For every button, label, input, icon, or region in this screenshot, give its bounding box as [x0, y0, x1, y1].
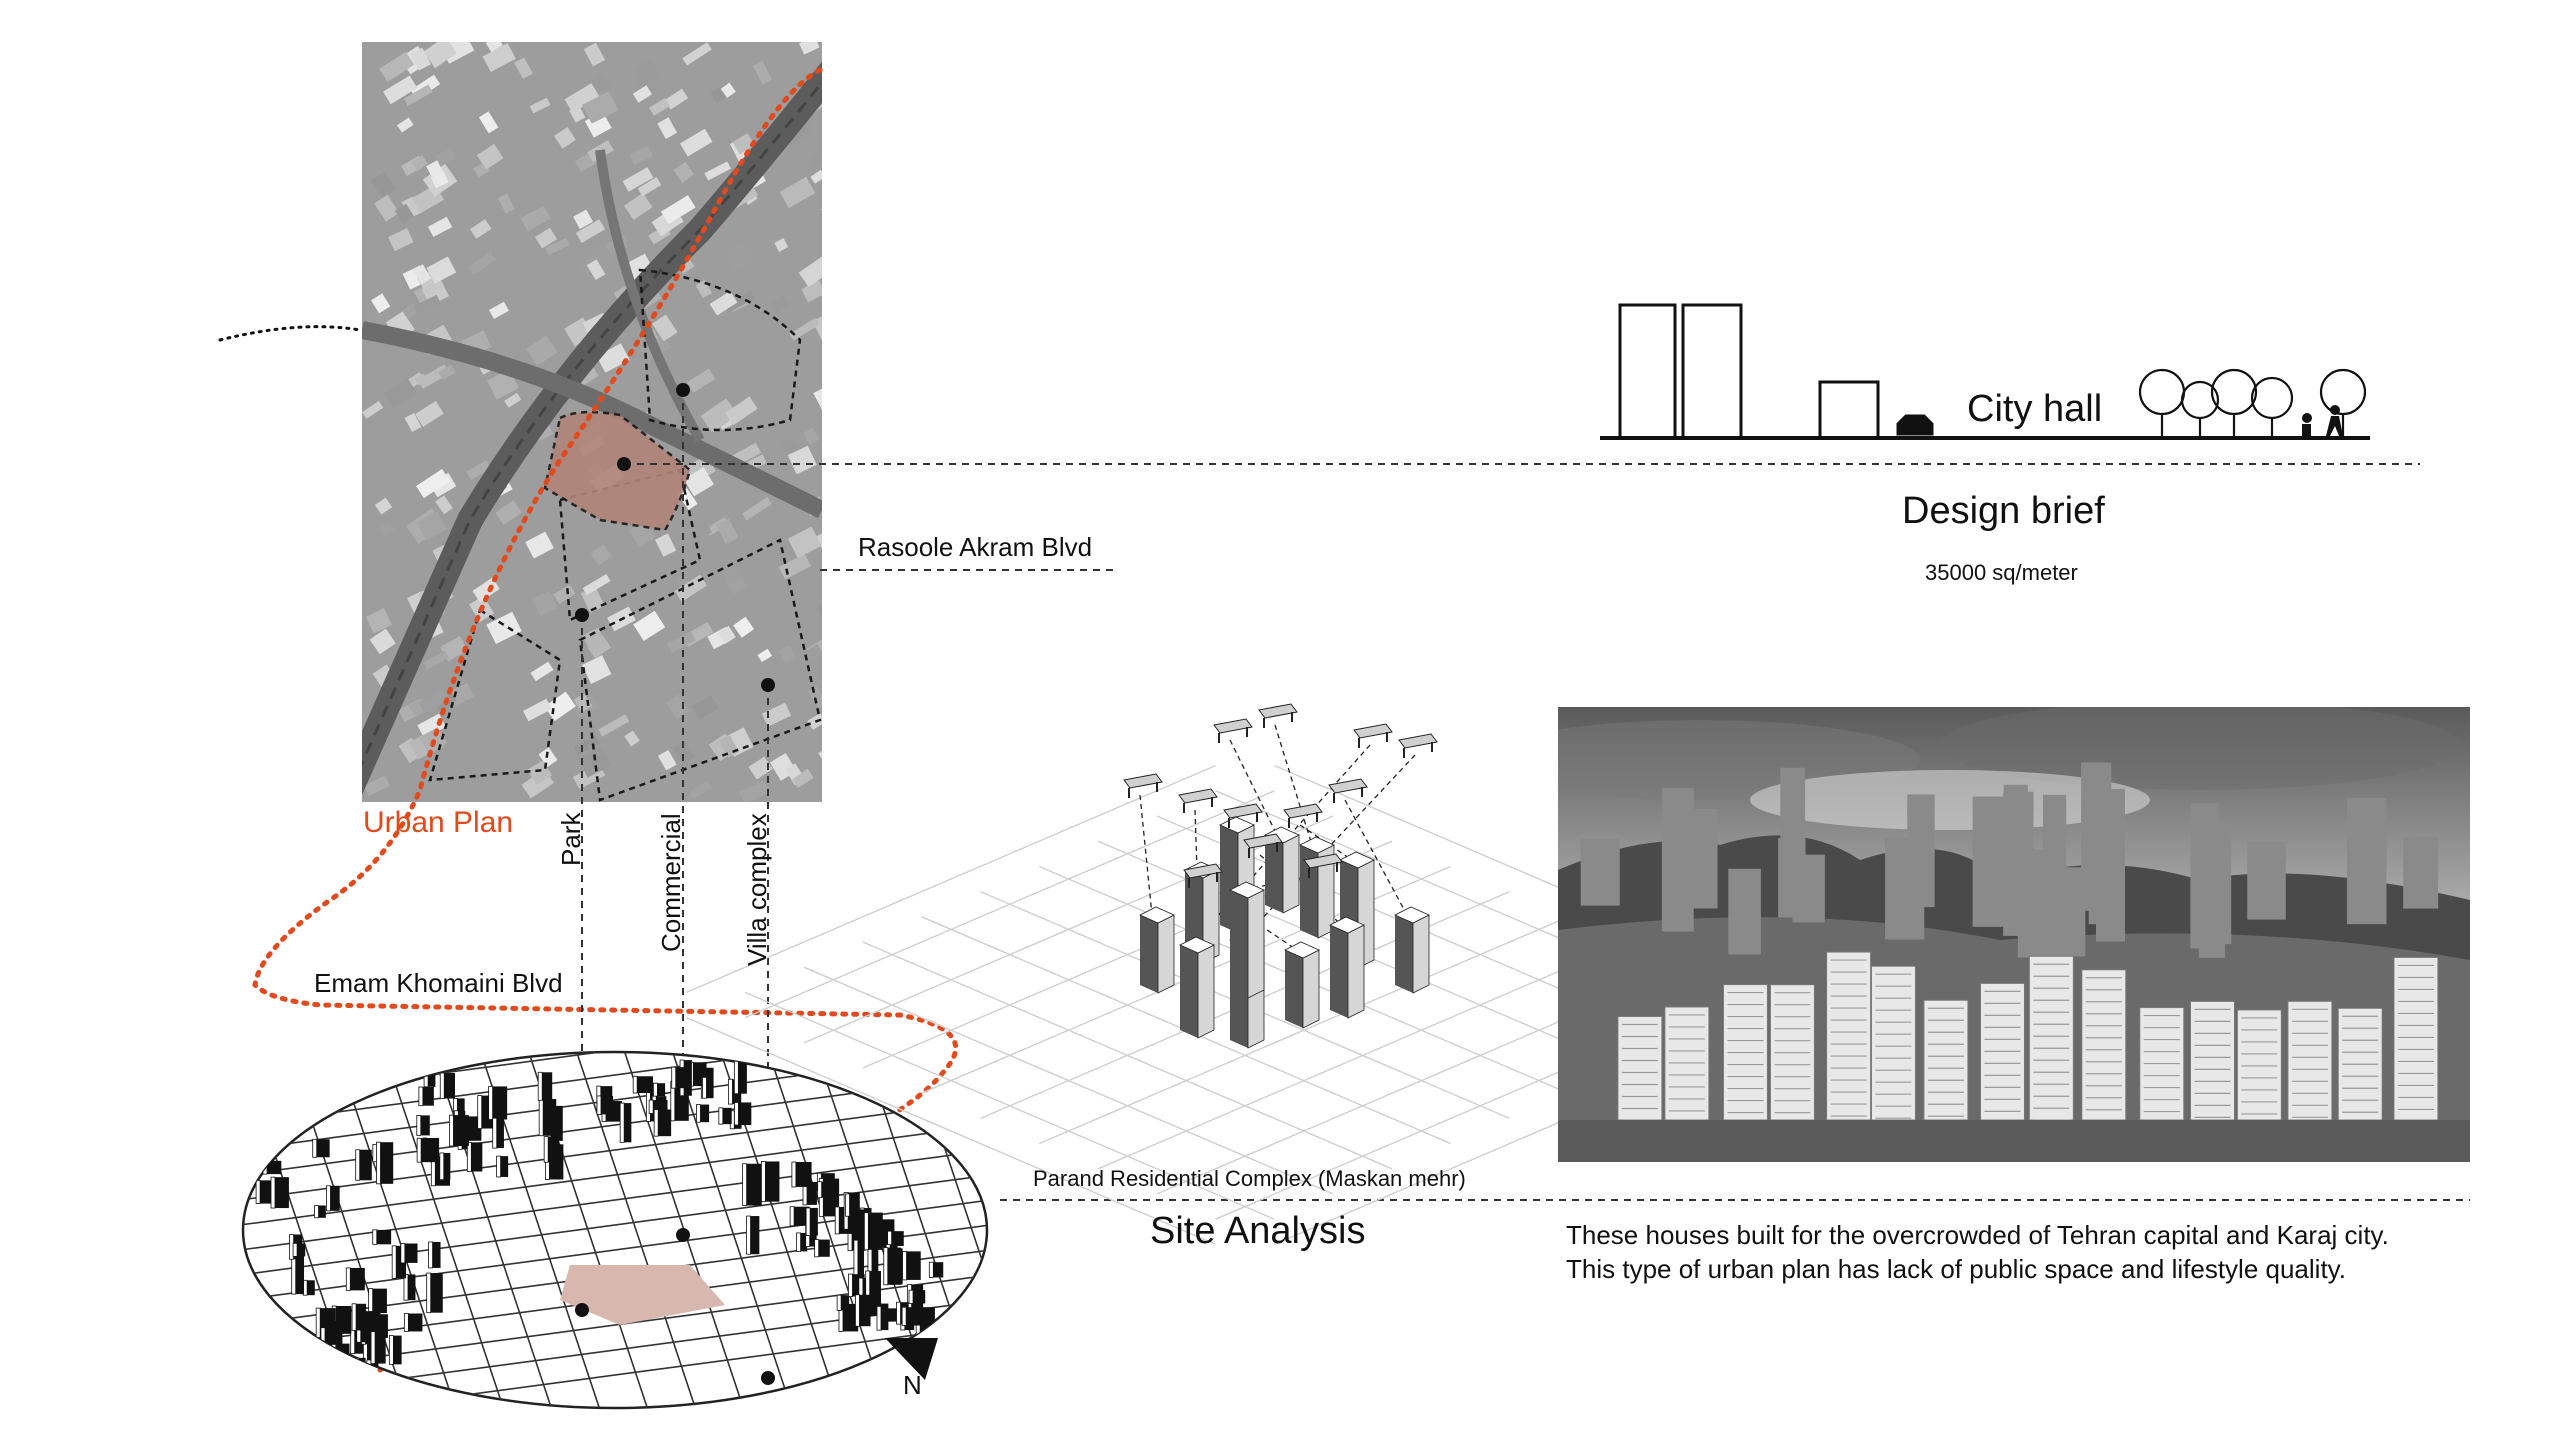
design-brief-title: Design brief	[1902, 490, 2105, 532]
area-label: 35000 sq/meter	[1925, 560, 2078, 585]
park-label: Park	[556, 812, 586, 866]
city-hall-label: City hall	[1967, 388, 2103, 430]
design-brief-section	[1600, 303, 2370, 440]
urban-plan-label: Urban Plan	[363, 806, 514, 839]
axonometric-site-map	[241, 1050, 989, 1410]
trees	[2138, 368, 2367, 438]
site-analysis-title: Site Analysis	[1150, 1210, 1366, 1252]
urban-plan-boundary	[252, 67, 959, 1373]
parand-complex-photo	[1558, 707, 2470, 1162]
aerial-map	[362, 42, 822, 802]
rasoole-akram-label: Rasoole Akram Blvd	[858, 532, 1093, 562]
villa-complex-label: Villa complex	[742, 813, 772, 966]
description-text: These houses built for the overcrowded o…	[1566, 1218, 2389, 1286]
north-label: N	[903, 1370, 922, 1400]
description-line-1: These houses built for the overcrowded o…	[1566, 1220, 2389, 1250]
commercial-label: Commercial	[656, 813, 686, 952]
residential-towers-diagram	[686, 703, 1804, 1246]
complex-caption: Parand Residential Complex (Maskan mehr)	[1033, 1166, 1466, 1191]
people-icon	[2302, 405, 2343, 436]
description-line-2: This type of urban plan has lack of publ…	[1566, 1254, 2346, 1284]
emam-khomaini-label: Emam Khomaini Blvd	[314, 968, 563, 998]
